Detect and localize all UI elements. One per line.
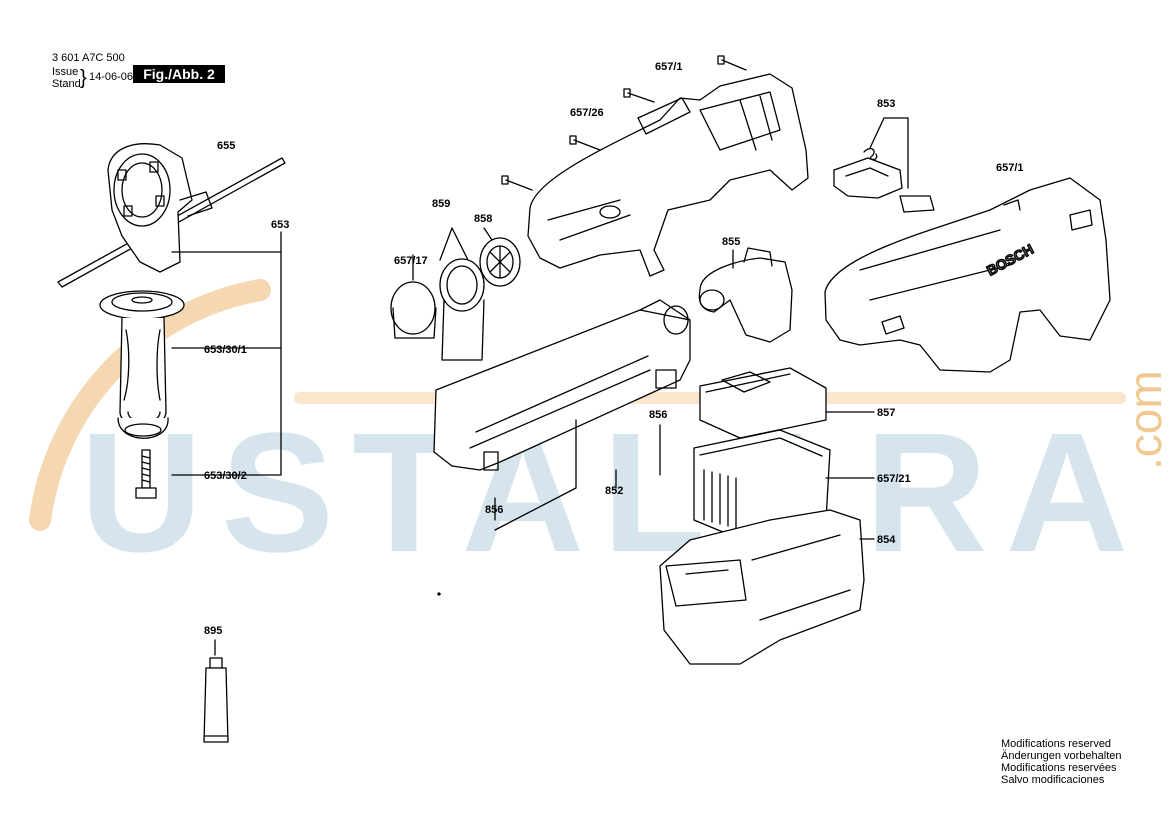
callout-854: 854 [877, 534, 896, 546]
callout-859: 859 [432, 198, 450, 210]
callout-855: 855 [722, 236, 740, 248]
filter-cover-857 [699, 367, 827, 439]
figure-badge: Fig./Abb. 2 [133, 65, 225, 83]
callout-856-right: 856 [649, 409, 667, 421]
elbow-fitting-855 [698, 247, 793, 343]
seal-parts-859 [390, 237, 521, 361]
callout-856-left: 856 [485, 504, 503, 516]
side-handle-clamp-655 [57, 143, 286, 288]
issue-date: 14-06-06 [89, 71, 134, 83]
callout-858: 858 [474, 213, 492, 225]
callout-657-1-right: 657/1 [996, 162, 1024, 174]
callout-657-1-top: 657/1 [655, 61, 683, 73]
part-number: 3 601 A7C 500 [52, 52, 125, 64]
callout-653-30-2: 653/30/2 [204, 470, 247, 482]
callout-653-30-1: 653/30/1 [204, 344, 247, 356]
watermark-text: USTALARA [80, 398, 1147, 588]
screws-657-26 [501, 55, 747, 191]
note-de: Änderungen vorbehalten [1001, 750, 1122, 762]
callout-657-21: 657/21 [877, 473, 911, 485]
issue-label: Issue [52, 66, 79, 78]
note-en: Modifications reserved [1001, 738, 1112, 750]
housing-shell-657-1 [824, 177, 1111, 373]
note-es: Salvo modificaciones [1001, 774, 1105, 786]
modification-notes: Modifications reserved Änderungen vorbeh… [1001, 738, 1121, 786]
handle-screw-653-30-2 [135, 449, 157, 499]
callout-657-17: 657/17 [394, 255, 428, 267]
callout-852: 852 [605, 485, 623, 497]
switch-853 [833, 147, 935, 213]
dust-container-854 [659, 509, 865, 665]
callout-655: 655 [217, 140, 235, 152]
grease-tube-895 [203, 657, 229, 743]
housing-half-657-1 [527, 73, 809, 277]
issue-brace: } [80, 67, 87, 89]
callout-657-26: 657/26 [570, 107, 604, 119]
note-fr: Modifications reservées [1001, 762, 1117, 774]
auxiliary-handle-653 [99, 290, 185, 439]
callout-853: 853 [877, 98, 895, 110]
callout-653: 653 [271, 219, 289, 231]
callout-857: 857 [877, 407, 895, 419]
callout-895: 895 [204, 625, 222, 637]
stand-label: Stand [52, 78, 81, 90]
dust-tube-852 [433, 299, 691, 471]
